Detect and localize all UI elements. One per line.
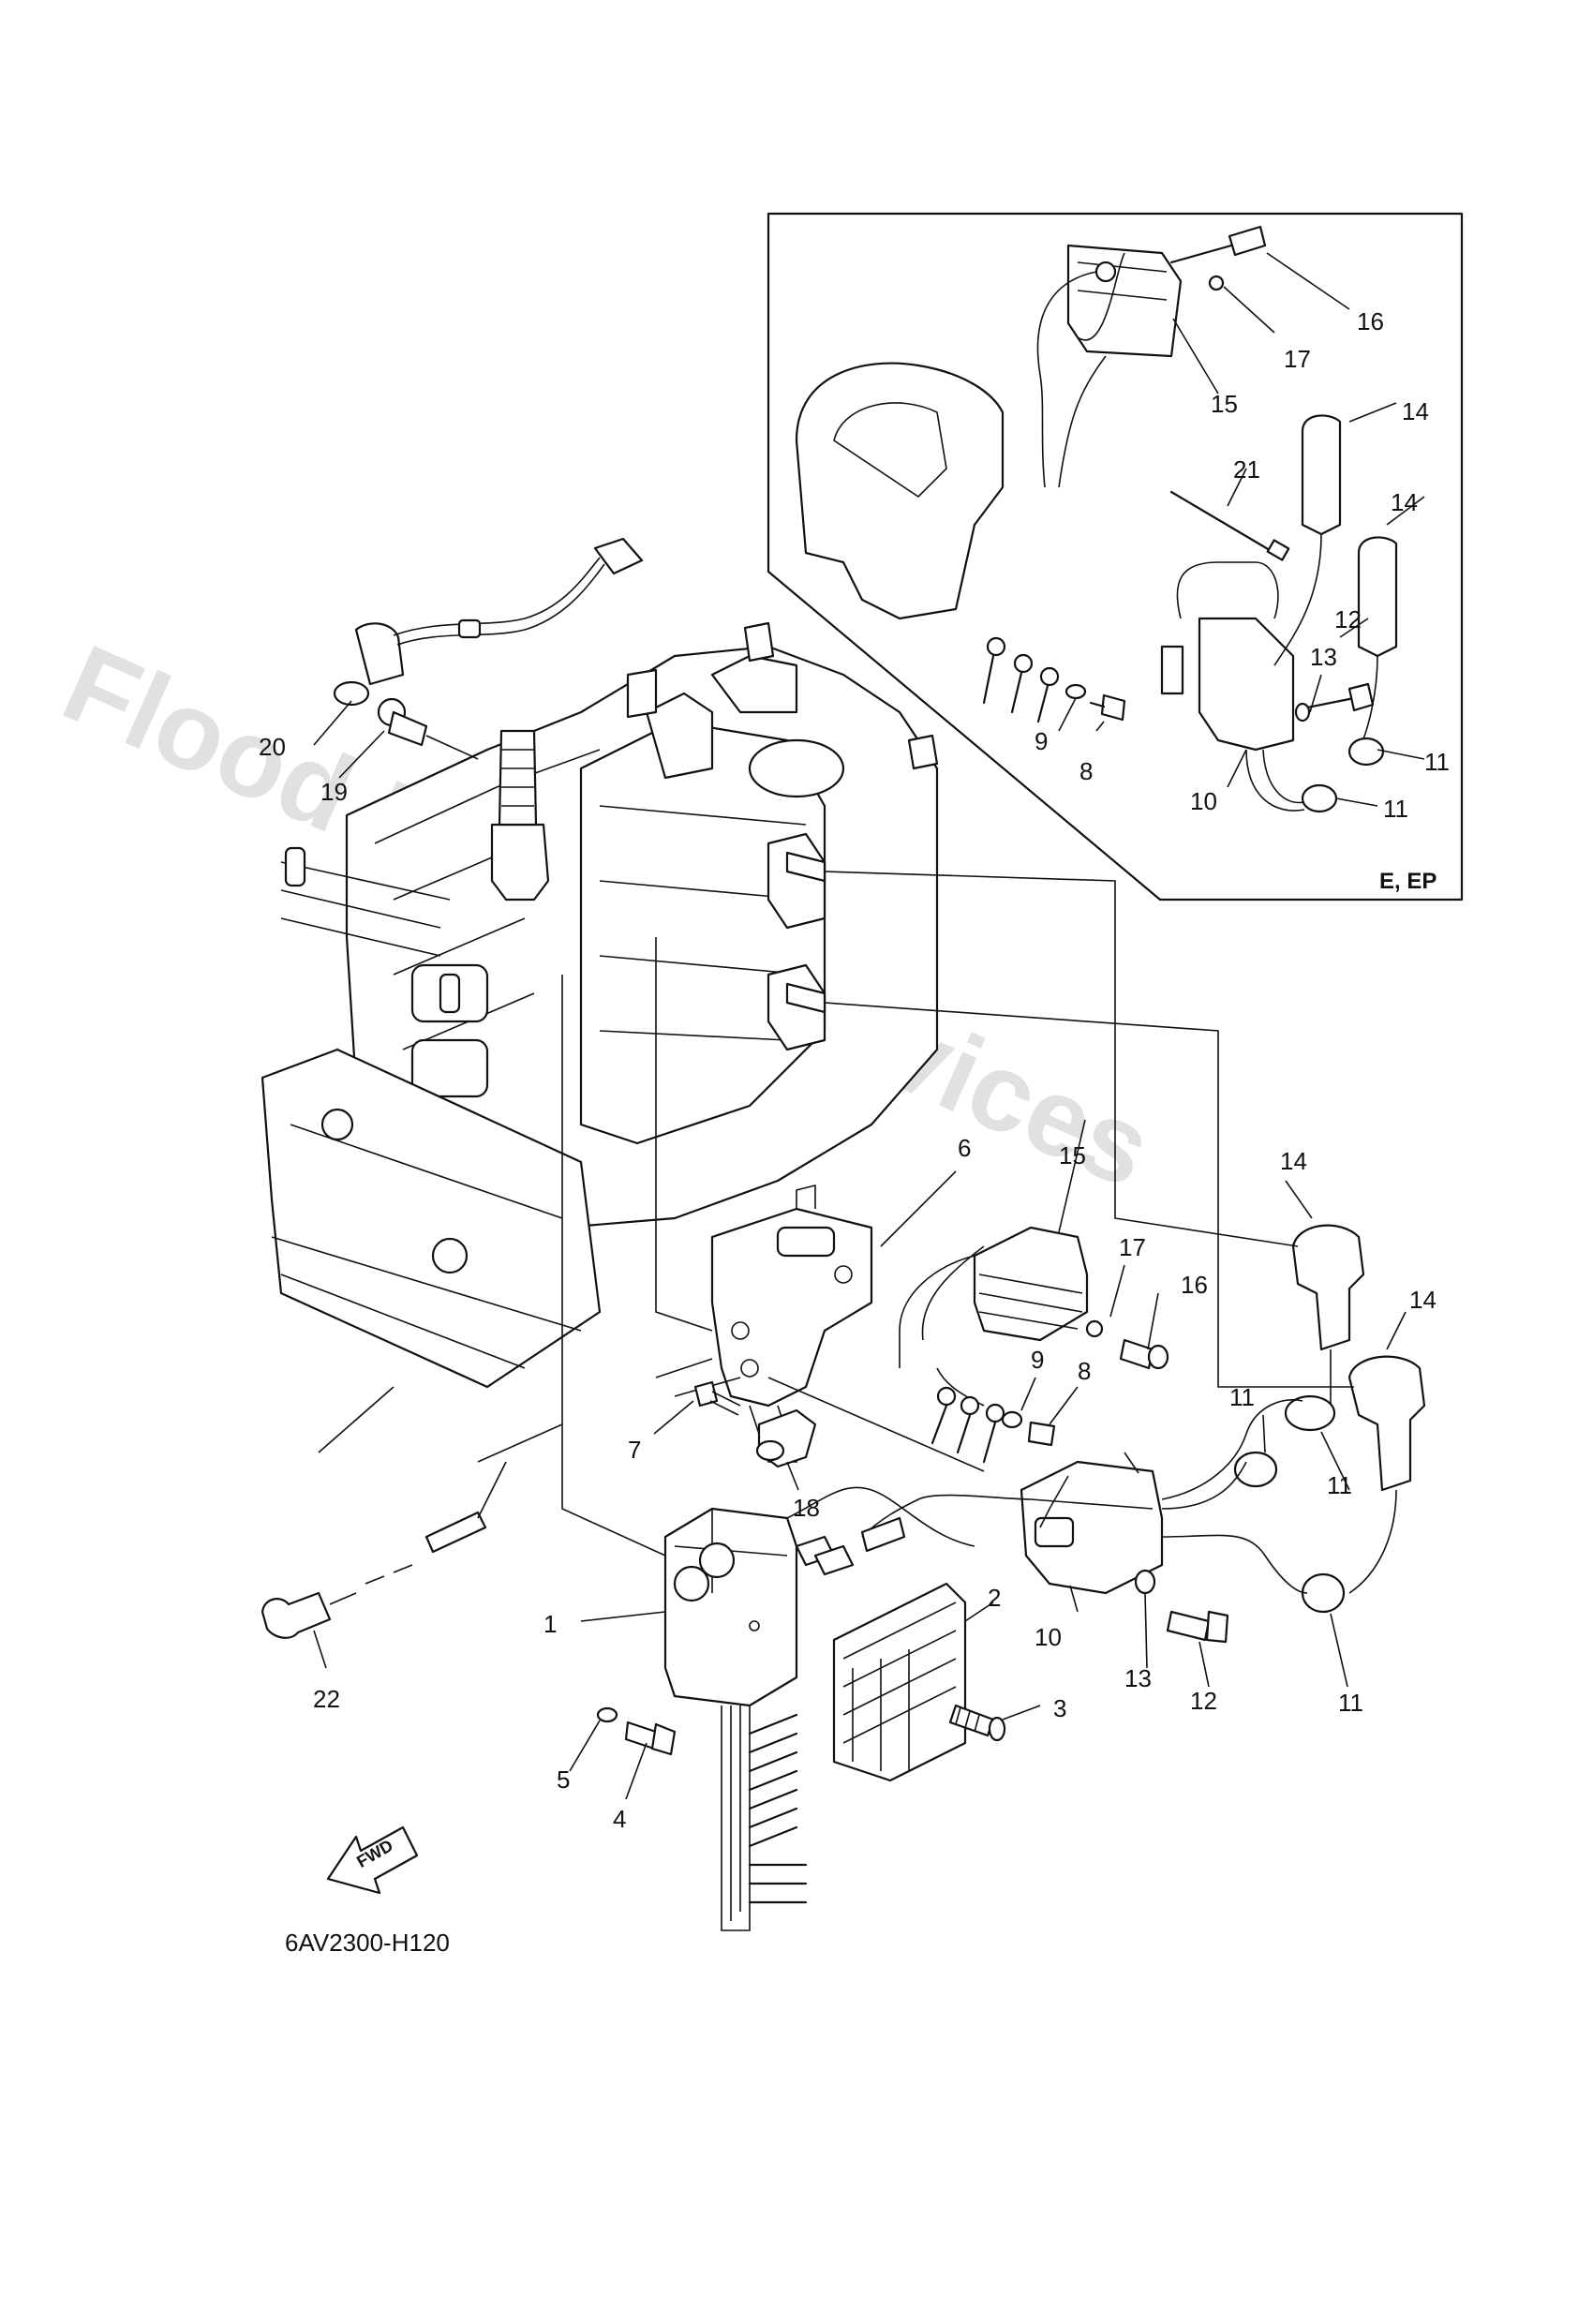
callout-17: 17 bbox=[1284, 345, 1311, 373]
callout-8: 8 bbox=[1078, 1357, 1091, 1385]
callout-11: 11 bbox=[1229, 1383, 1255, 1411]
mounting-bracket-6 bbox=[655, 1184, 873, 1463]
washer-13 bbox=[1134, 1569, 1156, 1595]
grommet-11-a bbox=[1284, 1394, 1336, 1432]
callout-14: 14 bbox=[1280, 1147, 1307, 1175]
temp-sensor-wire bbox=[333, 537, 644, 707]
rectifier-2 bbox=[832, 1582, 967, 1782]
callout-11: 11 bbox=[1424, 748, 1450, 776]
callout-14: 14 bbox=[1391, 488, 1418, 516]
inset-bracket bbox=[795, 362, 1005, 620]
callout-10: 10 bbox=[1035, 1623, 1062, 1651]
callout-13: 13 bbox=[1310, 643, 1337, 671]
inset-ignition-coil bbox=[1198, 617, 1295, 752]
callout-9: 9 bbox=[1031, 1346, 1044, 1374]
bolt-12 bbox=[1166, 1610, 1229, 1644]
callout-18: 18 bbox=[793, 1494, 820, 1522]
hv-lead-lower bbox=[1161, 1534, 1308, 1594]
callout-19: 19 bbox=[320, 778, 348, 806]
inset-washer-17 bbox=[1208, 275, 1225, 291]
callout-4: 4 bbox=[613, 1805, 626, 1833]
callout-9: 9 bbox=[1035, 727, 1048, 755]
callout-20: 20 bbox=[259, 733, 286, 761]
callout-21: 21 bbox=[1233, 455, 1260, 484]
callout-14: 14 bbox=[1402, 397, 1429, 425]
callout-22: 22 bbox=[313, 1685, 340, 1713]
engine-block bbox=[261, 621, 939, 1389]
callout-11: 11 bbox=[1327, 1471, 1352, 1499]
bolt-16 bbox=[1119, 1338, 1169, 1370]
bolt-7 bbox=[693, 1380, 741, 1416]
cdi-unit bbox=[663, 1486, 975, 1931]
screw-3 bbox=[948, 1704, 1006, 1742]
diagram-code: 6AV2300-H120 bbox=[285, 1929, 450, 1957]
callout-10: 10 bbox=[1190, 787, 1217, 815]
callout-5: 5 bbox=[557, 1765, 570, 1794]
callout-12: 12 bbox=[1190, 1687, 1217, 1715]
callout-8: 8 bbox=[1079, 757, 1093, 785]
spark-plug-upper bbox=[785, 851, 826, 883]
callout-3: 3 bbox=[1053, 1694, 1066, 1722]
callout-1: 1 bbox=[543, 1610, 557, 1638]
crankshaft-end bbox=[490, 823, 550, 901]
inset-grommet-1 bbox=[1347, 737, 1385, 767]
inset-label: E, EP bbox=[1379, 869, 1437, 894]
ground-terminals bbox=[930, 1404, 997, 1464]
cdi-wire-ends bbox=[748, 1713, 808, 1904]
callout-17: 17 bbox=[1119, 1233, 1146, 1261]
washer-5 bbox=[596, 1706, 618, 1723]
plug-cap-14-lower bbox=[1347, 1355, 1426, 1594]
rectifier-15 bbox=[899, 1226, 1089, 1423]
callout-2: 2 bbox=[988, 1584, 1001, 1612]
thermo-switch bbox=[377, 697, 479, 760]
washer-17 bbox=[1085, 1319, 1104, 1338]
ignition-coil bbox=[860, 1460, 1164, 1595]
fwd-arrow-icon: FWD bbox=[326, 1825, 419, 1895]
callout-15: 15 bbox=[1211, 390, 1238, 418]
washer-9 bbox=[1001, 1410, 1023, 1429]
inset-bolt-16 bbox=[1228, 225, 1267, 257]
inset-cable-tie bbox=[1169, 490, 1276, 555]
callout-11: 11 bbox=[1383, 795, 1408, 823]
callout-16: 16 bbox=[1357, 307, 1384, 335]
callout-12: 12 bbox=[1334, 605, 1362, 633]
spark-plug-lower bbox=[785, 982, 826, 1014]
callout-11: 11 bbox=[1338, 1689, 1363, 1717]
callout-13: 13 bbox=[1124, 1664, 1152, 1692]
bolt-4 bbox=[624, 1721, 677, 1756]
hv-lead-upper bbox=[1161, 1399, 1303, 1500]
callout-numbers: 16 17 15 14 21 14 12 13 9 8 11 11 10 20 … bbox=[259, 307, 1450, 1833]
inset-grommet-2 bbox=[1301, 783, 1338, 813]
grommet-11-c bbox=[1301, 1572, 1346, 1614]
plug-cap-14-upper bbox=[1291, 1224, 1365, 1406]
callout-7: 7 bbox=[628, 1436, 641, 1464]
inset-bolt bbox=[1100, 693, 1126, 722]
callout-15: 15 bbox=[1059, 1141, 1086, 1169]
callout-16: 16 bbox=[1181, 1271, 1208, 1299]
grommet-11-b bbox=[1233, 1451, 1278, 1488]
connector-22 bbox=[261, 1386, 563, 1639]
inset-plug-cap-1 bbox=[1301, 414, 1342, 536]
inset-terminals bbox=[982, 636, 1060, 723]
inset-box: E, EP bbox=[767, 212, 1464, 901]
inset-plug-cap-2 bbox=[1357, 536, 1398, 658]
grommet-18 bbox=[755, 1408, 817, 1468]
inset-washer bbox=[1064, 683, 1087, 700]
callout-14: 14 bbox=[1409, 1286, 1437, 1314]
callout-6: 6 bbox=[958, 1134, 971, 1162]
bolt-8 bbox=[1027, 1421, 1056, 1447]
